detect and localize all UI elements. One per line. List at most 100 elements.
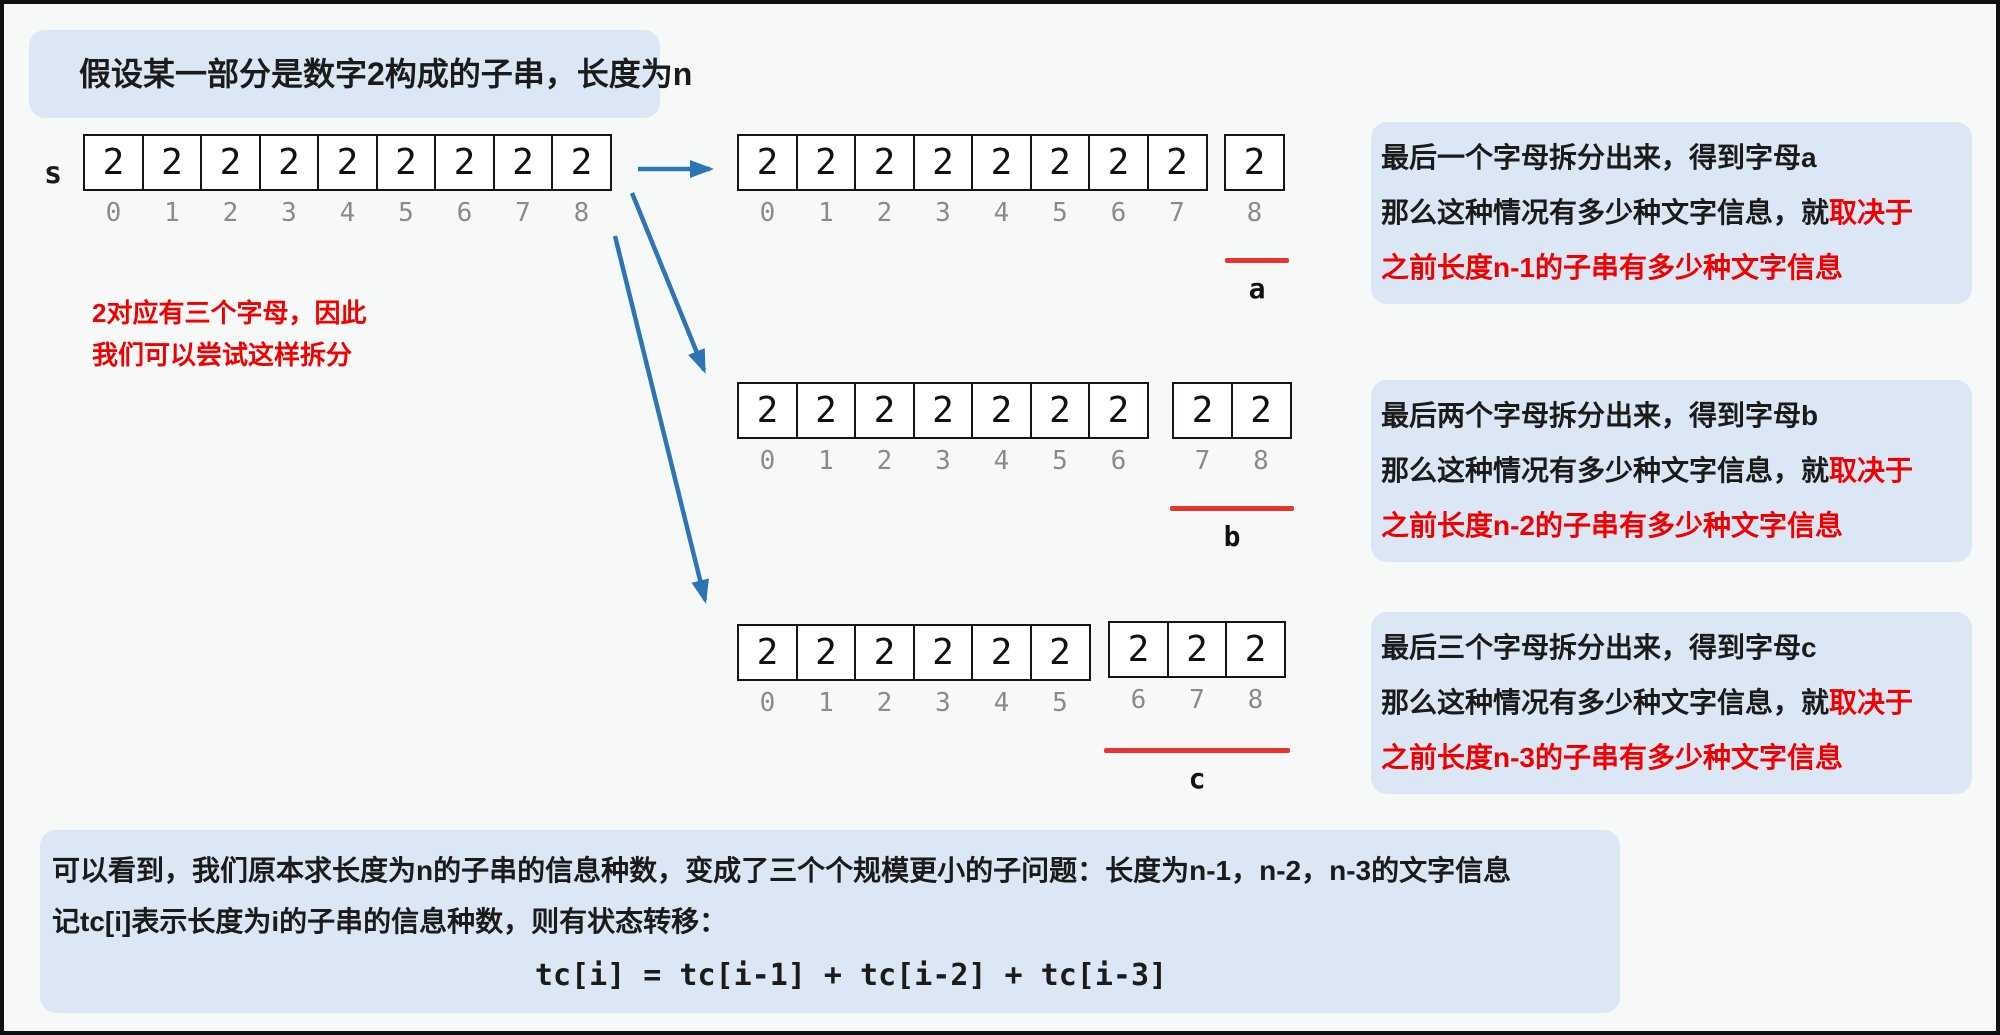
- split-b-underline: [1170, 506, 1294, 511]
- digit-cell: 2: [971, 134, 1032, 191]
- explanation-a-line2-red: 取决于: [1829, 197, 1914, 228]
- index-label: 6: [456, 198, 473, 228]
- digit-cell: 2: [971, 624, 1032, 681]
- explanation-b-line-2: 那么这种情况有多少种文字信息，就取决于: [1381, 443, 1962, 498]
- digit-cell: 2: [854, 382, 915, 439]
- digit-cell: 2: [1029, 624, 1091, 681]
- index-label: 6: [1110, 446, 1127, 476]
- explanation-box-c: 最后三个字母拆分出来，得到字母c 那么这种情况有多少种文字信息，就取决于 之前长…: [1371, 612, 1972, 794]
- index-label: 4: [339, 198, 356, 228]
- index-label: 2: [876, 198, 893, 228]
- arrow-to-split-c: [612, 235, 709, 604]
- title-box: 假设某一部分是数字2构成的子串，长度为n: [29, 30, 692, 118]
- digit-cell: 2: [1088, 134, 1149, 191]
- digit-cell: 2: [854, 624, 915, 681]
- index-label: 1: [818, 198, 834, 228]
- conclusion-line-1: 可以看到，我们原本求长度为n的子串的信息种数，变成了三个个规模更小的子问题：长度…: [52, 855, 1512, 886]
- digit-cell: 2: [1029, 134, 1091, 191]
- split-c-underline: [1104, 748, 1290, 753]
- index-label: 7: [515, 198, 531, 228]
- string-label-s: s: [43, 156, 63, 191]
- digit-cell: 2: [1088, 382, 1149, 439]
- index-label: 0: [759, 198, 776, 228]
- digit-cell: 2: [83, 134, 144, 191]
- index-label: 1: [164, 198, 180, 228]
- index-label: 8: [573, 198, 590, 228]
- digit-cell: 2: [1166, 621, 1228, 678]
- title-text: 假设某一部分是数字2构成的子串，长度为n: [79, 56, 693, 92]
- digit-cell: 2: [1224, 134, 1285, 191]
- index-label: 3: [281, 198, 297, 228]
- index-label: 8: [1253, 446, 1269, 476]
- index-label: 5: [398, 198, 414, 228]
- digit-cell: 2: [1146, 134, 1208, 191]
- digit-cell: 2: [912, 624, 974, 681]
- index-label: 3: [935, 446, 951, 476]
- digit-cell: 2: [551, 134, 612, 191]
- index-label: 5: [1052, 688, 1068, 718]
- digit-cell: 2: [795, 134, 857, 191]
- digit-cell: 2: [737, 382, 798, 439]
- explanation-c-line2-red: 取决于: [1829, 687, 1914, 718]
- explanation-a-line-3: 之前长度n-1的子串有多少种文字信息: [1381, 252, 1844, 283]
- index-label: 5: [1052, 198, 1068, 228]
- explanation-c-line-3: 之前长度n-3的子串有多少种文字信息: [1381, 742, 1844, 773]
- digit-cell: 2: [737, 624, 798, 681]
- explanation-c-line-2: 那么这种情况有多少种文字信息，就取决于: [1381, 675, 1962, 730]
- split-c-letter: c: [1188, 762, 1206, 795]
- digit-cell: 2: [1230, 382, 1292, 439]
- explanation-box-b: 最后两个字母拆分出来，得到字母b 那么这种情况有多少种文字信息，就取决于 之前长…: [1371, 380, 1972, 562]
- digit-cell: 2: [1029, 382, 1091, 439]
- index-label: 4: [993, 688, 1010, 718]
- explanation-b-line-3: 之前长度n-2的子串有多少种文字信息: [1381, 510, 1844, 541]
- digit-cell: 2: [1108, 621, 1169, 678]
- index-label: 2: [222, 198, 239, 228]
- digit-cell: 2: [795, 624, 857, 681]
- index-label: 0: [759, 446, 776, 476]
- conclusion-line-2: 记tc[i]表示长度为i的子串的信息种数，则有状态转移：: [52, 906, 728, 937]
- split-b-letter: b: [1223, 520, 1241, 553]
- conclusion-box: 可以看到，我们原本求长度为n的子串的信息种数，变成了三个个规模更小的子问题：长度…: [40, 830, 1620, 1013]
- digit-cell: 2: [200, 134, 261, 191]
- explanation-c-line-1: 最后三个字母拆分出来，得到字母c: [1381, 632, 1817, 663]
- digit-cell: 2: [434, 134, 495, 191]
- split-a-right-cells: 2: [1224, 134, 1285, 191]
- arrow-to-split-b: [629, 192, 707, 374]
- note-text: 2对应有三个字母，因此 我们可以尝试这样拆分: [92, 292, 366, 376]
- split-a-letter: a: [1248, 272, 1266, 305]
- index-label: 8: [1247, 685, 1264, 715]
- index-label: 0: [105, 198, 122, 228]
- split-a-underline: [1225, 258, 1289, 263]
- index-label: 3: [935, 688, 951, 718]
- index-label: 2: [876, 688, 893, 718]
- index-label: 6: [1110, 198, 1127, 228]
- digit-cell: 2: [854, 134, 915, 191]
- index-label: 7: [1169, 198, 1185, 228]
- digit-cell: 2: [1225, 621, 1286, 678]
- digit-cell: 2: [971, 382, 1032, 439]
- state-transition-formula: tc[i] = tc[i-1] + tc[i-2] + tc[i-3]: [534, 958, 1168, 993]
- index-label: 6: [1130, 685, 1147, 715]
- explanation-box-a: 最后一个字母拆分出来，得到字母a 那么这种情况有多少种文字信息，就取决于 之前长…: [1371, 122, 1972, 304]
- digit-cell: 2: [795, 382, 857, 439]
- index-label: 8: [1246, 198, 1263, 228]
- source-index-row: 0 1 2 3 4 5 6 7 8: [83, 198, 612, 228]
- digit-cell: 2: [375, 134, 437, 191]
- index-label: 1: [818, 688, 834, 718]
- index-label: 1: [818, 446, 834, 476]
- split-a-right-indices: 8: [1224, 198, 1285, 228]
- note-line-2: 我们可以尝试这样拆分: [92, 340, 353, 370]
- index-label: 5: [1052, 446, 1068, 476]
- note-line-1: 2对应有三个字母，因此: [92, 298, 367, 328]
- explanation-c-line2-black: 那么这种情况有多少种文字信息，就: [1381, 687, 1830, 718]
